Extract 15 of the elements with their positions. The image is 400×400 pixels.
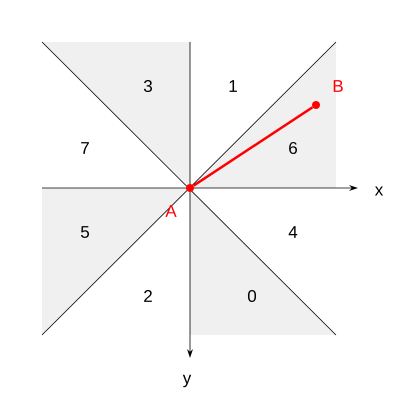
point-label: A (165, 205, 177, 217)
octant-number: 7 (81, 142, 89, 154)
octant-number: 4 (288, 226, 298, 238)
line-segment (192, 106, 314, 187)
axis-label: x (374, 186, 384, 196)
octant-number: 1 (230, 80, 237, 92)
point-label: B (334, 80, 343, 92)
octant-number: 5 (80, 226, 89, 238)
octant-number: 2 (144, 290, 152, 302)
axis-label: y (182, 374, 192, 388)
point-dot (312, 101, 320, 109)
point-dot (186, 184, 194, 192)
octant-number: 0 (248, 290, 256, 302)
octant-number: 6 (289, 142, 297, 154)
octant-number: 3 (144, 80, 152, 92)
